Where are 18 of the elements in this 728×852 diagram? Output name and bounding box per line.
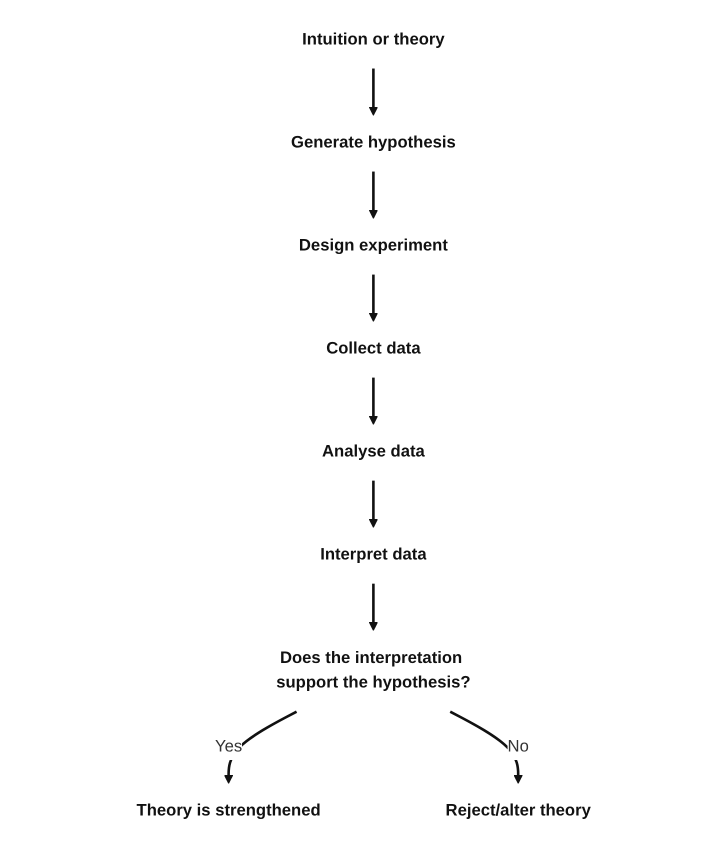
node-text: Interpret data <box>320 546 427 564</box>
node-text: Theory is strengthened <box>136 802 321 820</box>
node-text: Intuition or theory <box>302 31 445 49</box>
edge-label: Yes <box>215 738 242 756</box>
edge-label: No <box>508 738 530 756</box>
arrow <box>369 274 378 322</box>
arrow <box>369 172 378 219</box>
node-text: Analyse data <box>322 443 426 461</box>
arrow <box>369 584 378 631</box>
node-text: Reject/alter theory <box>446 802 592 820</box>
arrow <box>369 480 378 528</box>
arrow <box>369 68 378 116</box>
node-text: Does the interpretation support the hypothesis? <box>276 649 471 692</box>
node-text: Generate hypothesis <box>291 134 456 152</box>
node-text: Collect data <box>326 340 421 358</box>
arrow <box>369 378 378 425</box>
arrow <box>450 710 524 784</box>
node-text: Design experiment <box>299 237 448 255</box>
